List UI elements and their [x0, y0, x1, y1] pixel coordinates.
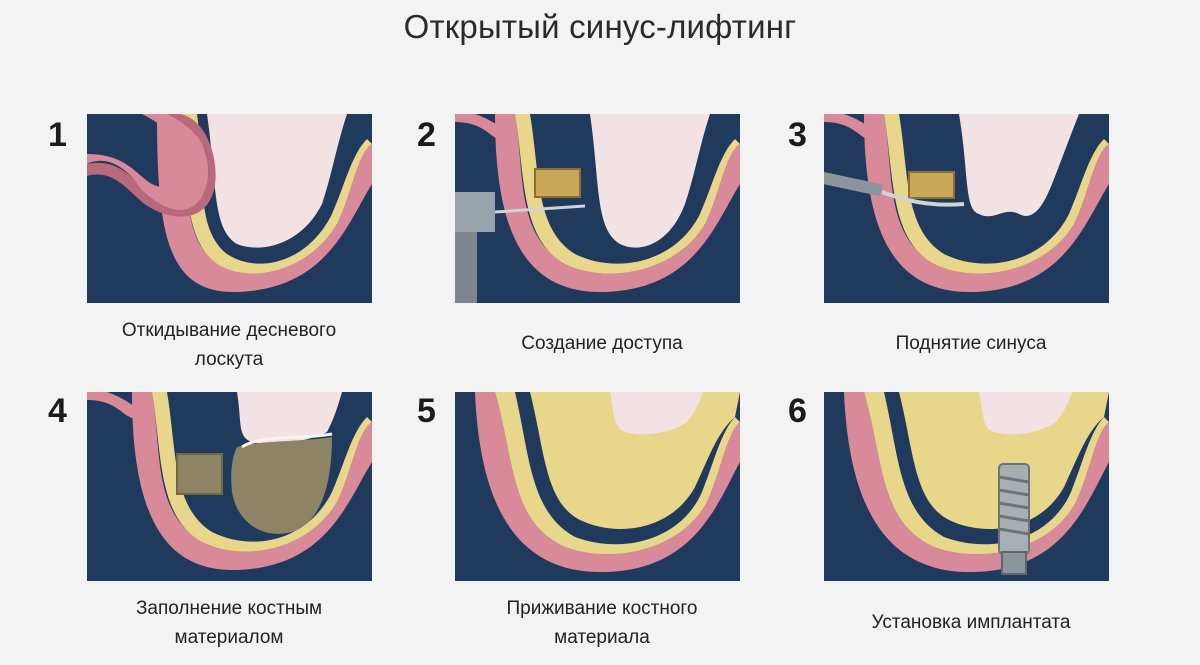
- step-number: 6: [788, 392, 807, 430]
- step-caption: Приживание костного материала: [437, 594, 767, 652]
- illustration-graft-healing: [455, 392, 740, 581]
- step-caption: Установка имплантата: [806, 608, 1136, 637]
- caption-text: Создание доступа: [521, 333, 683, 354]
- caption-text: Приживание костного материала: [506, 598, 698, 648]
- step-number: 3: [788, 116, 807, 154]
- illustration-flap-reflection: [87, 114, 372, 303]
- step-number: 4: [48, 392, 67, 430]
- illustration-implant-placement: [824, 392, 1109, 581]
- caption-text: Откидывание десневого лоскута: [121, 320, 337, 370]
- page-title: Открытый синус-лифтинг: [403, 8, 797, 45]
- illustration-access-creation: [455, 114, 740, 303]
- illustration-graft-filling: [87, 392, 372, 581]
- step-caption: Поднятие синуса: [806, 329, 1136, 358]
- step-caption: Создание доступа: [437, 329, 767, 358]
- illustration-sinus-elevation: [824, 114, 1109, 303]
- caption-text: Поднятие синуса: [895, 333, 1047, 354]
- step-number: 1: [48, 116, 67, 154]
- step-number: 2: [417, 116, 436, 154]
- step-number: 5: [417, 392, 436, 430]
- step-caption: Откидывание десневого лоскута: [64, 316, 394, 374]
- step-caption: Заполнение костным материалом: [64, 594, 394, 652]
- caption-text: Заполнение костным материалом: [135, 598, 323, 648]
- caption-text: Установка имплантата: [871, 612, 1071, 633]
